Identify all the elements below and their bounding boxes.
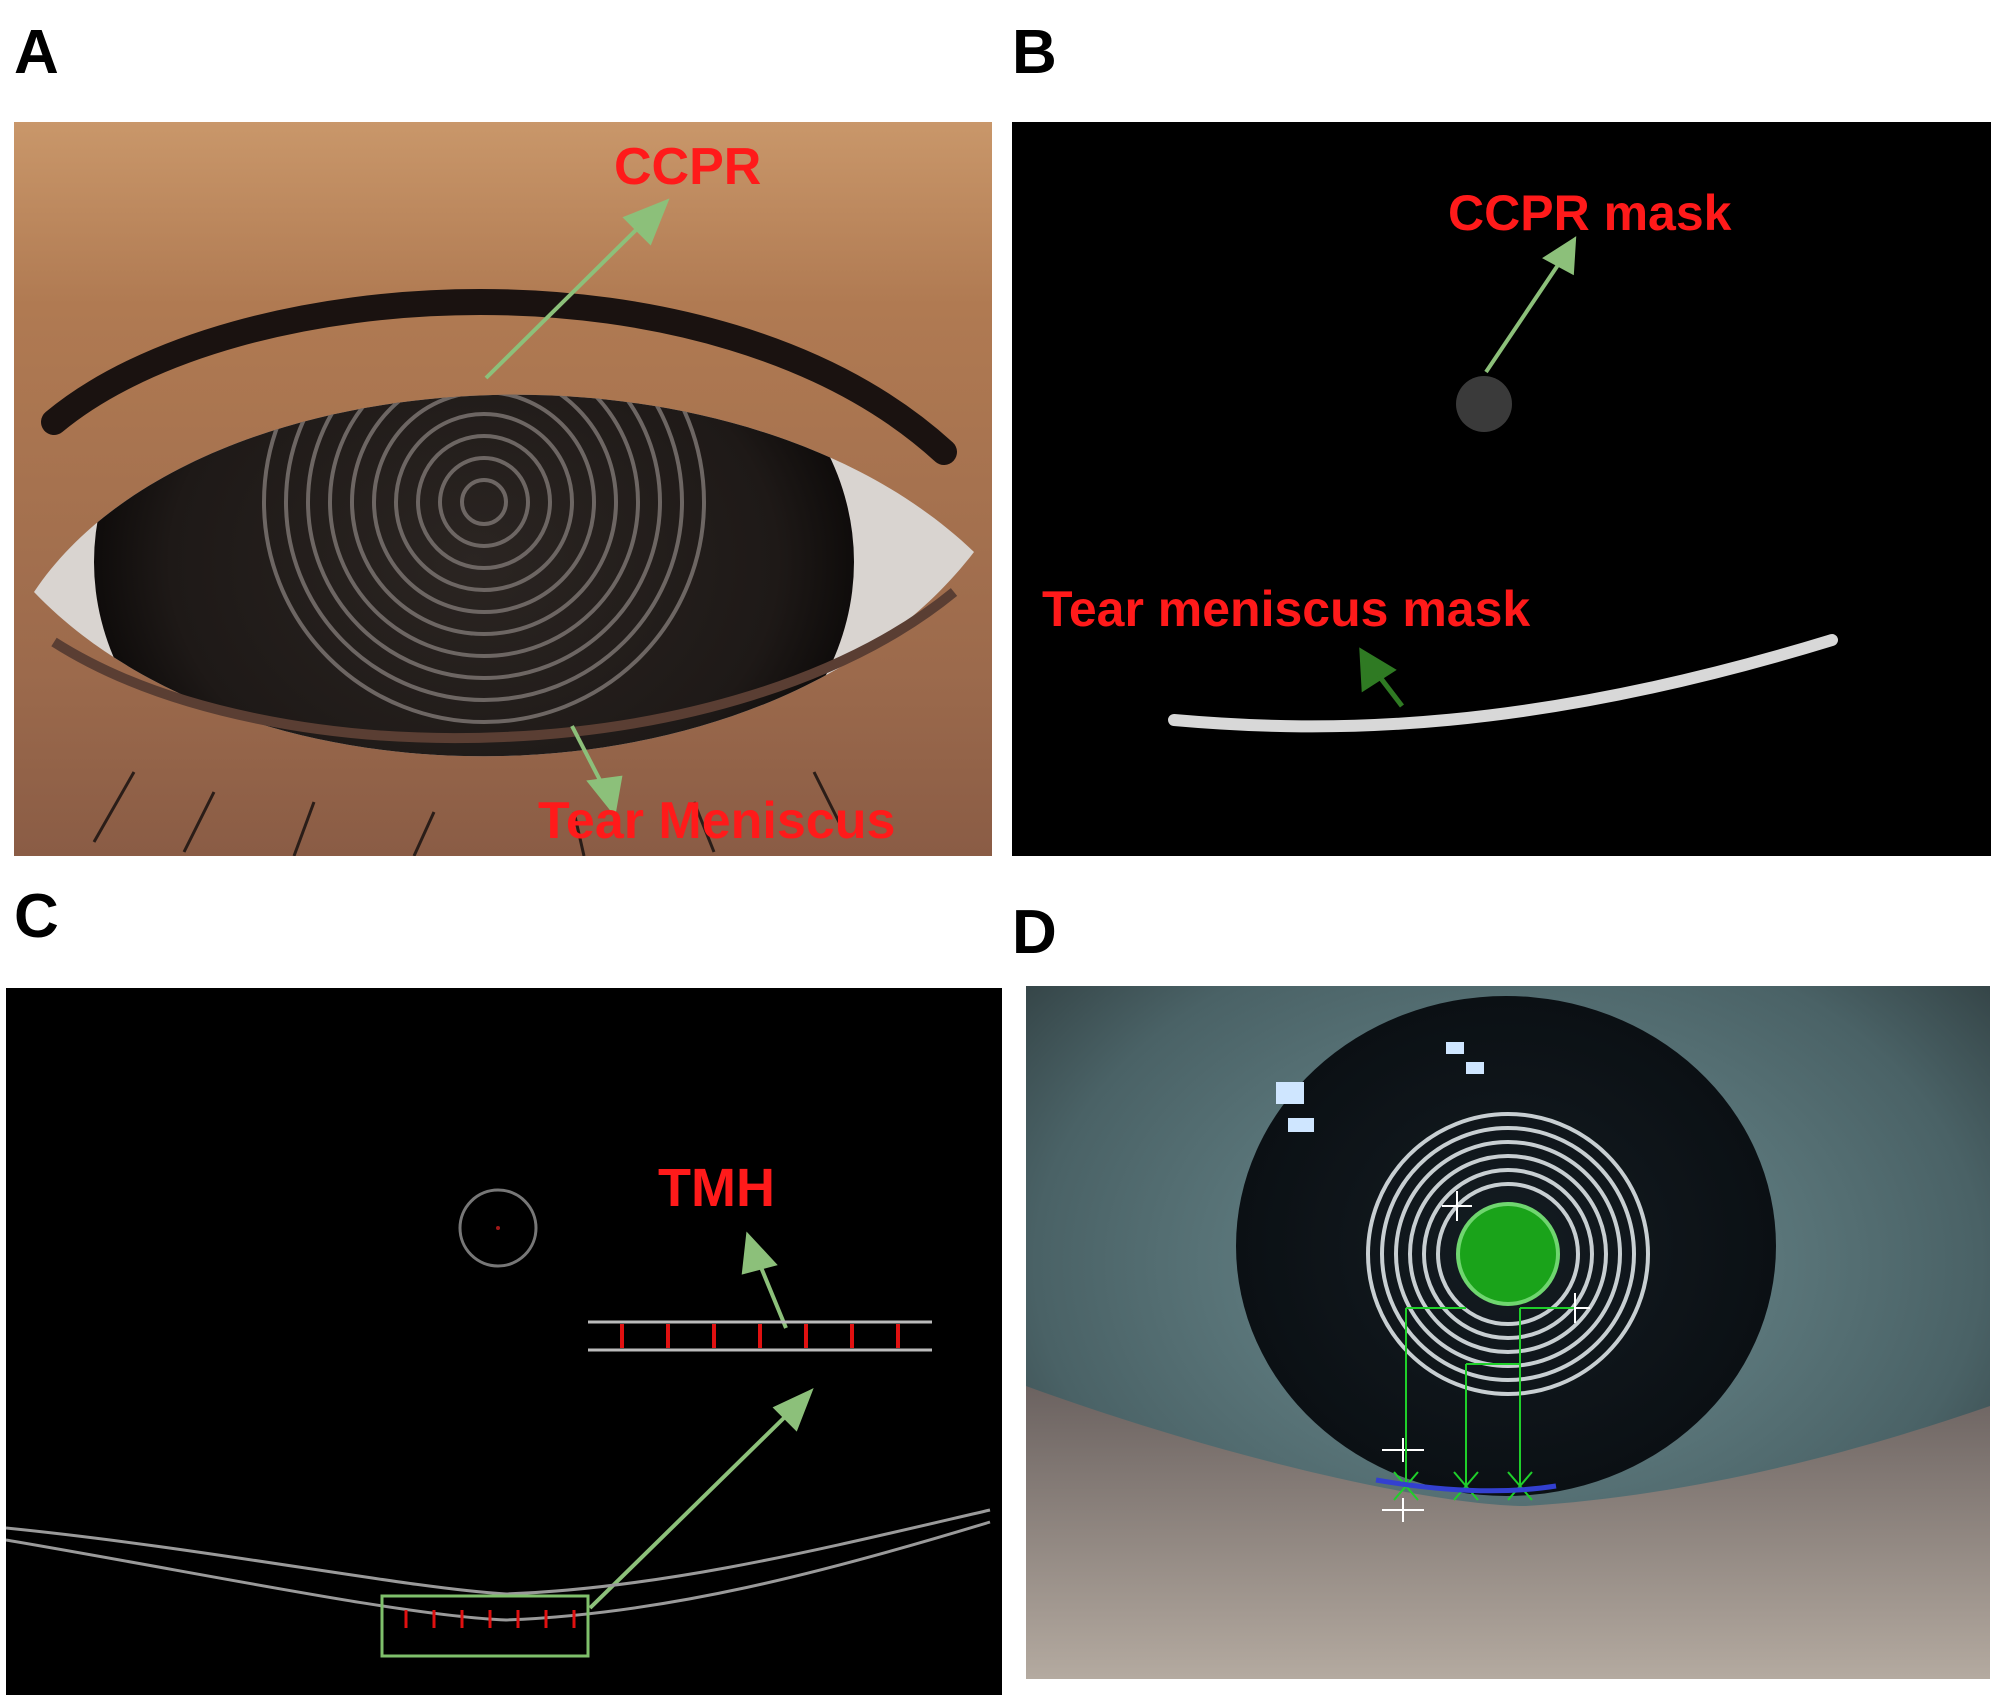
lower-lid <box>1026 1386 1990 1679</box>
tear-meniscus-mask-stripe <box>1168 634 1838 733</box>
green-pupil-disc <box>1456 1202 1560 1306</box>
tmh-label: TMH <box>658 1158 775 1218</box>
tear-meniscus-contour-lower <box>6 1520 991 1622</box>
tear-meniscus-contour-upper <box>6 1508 991 1596</box>
tear-meniscus-highlight <box>1375 1477 1557 1494</box>
upper-lashes <box>41 289 957 465</box>
panel-letter-a: A <box>14 18 59 87</box>
lower-lid-margin <box>51 588 958 743</box>
ccpr-mask-disc <box>1456 376 1512 432</box>
tmh-roi-box <box>380 1594 590 1658</box>
ccpr-arrow <box>484 198 670 380</box>
inset-pointer-arrow <box>588 1388 814 1610</box>
ccpr-label: CCPR <box>614 138 761 196</box>
tear-meniscus-arrow <box>570 725 623 817</box>
panel-letter-b: B <box>1012 18 1057 87</box>
panel-c-tmh: TMH <box>6 988 1002 1695</box>
ccpr-mask-arrow <box>1484 236 1577 374</box>
panel-letter-d: D <box>1012 898 1057 967</box>
panel-letter-c: C <box>14 882 59 951</box>
roi-tick-marks <box>404 1610 576 1628</box>
ccpr-mask-label: CCPR mask <box>1448 185 1732 241</box>
panel-b-svg: CCPR mask Tear meniscus mask <box>1012 122 1991 856</box>
tear-meniscus-label: Tear Meniscus <box>538 792 895 850</box>
panel-c-svg: TMH <box>6 988 1002 1695</box>
panel-d-keratograph <box>1026 986 1990 1679</box>
tmh-measure-lines <box>1393 1307 1574 1501</box>
panel-a-eye-photo: CCPR Tear Meniscus <box>14 122 992 856</box>
tmh-zoom-inset <box>588 1320 932 1352</box>
panel-a-svg: CCPR Tear Meniscus <box>14 122 992 856</box>
ccpr-center-dot <box>496 1226 500 1230</box>
tmh-arrow <box>741 1231 788 1329</box>
tear-meniscus-mask-arrow <box>1359 647 1404 708</box>
placido-rings-d <box>1366 1112 1650 1396</box>
corneal-reflections <box>1276 1042 1484 1132</box>
ccpr-contour <box>458 1188 538 1268</box>
panel-d-svg <box>1026 986 1990 1679</box>
placido-rings <box>262 394 706 724</box>
tear-meniscus-mask-label: Tear meniscus mask <box>1042 581 1530 637</box>
lower-lashes <box>92 771 846 856</box>
panel-b-masks: CCPR mask Tear meniscus mask <box>1012 122 1991 856</box>
